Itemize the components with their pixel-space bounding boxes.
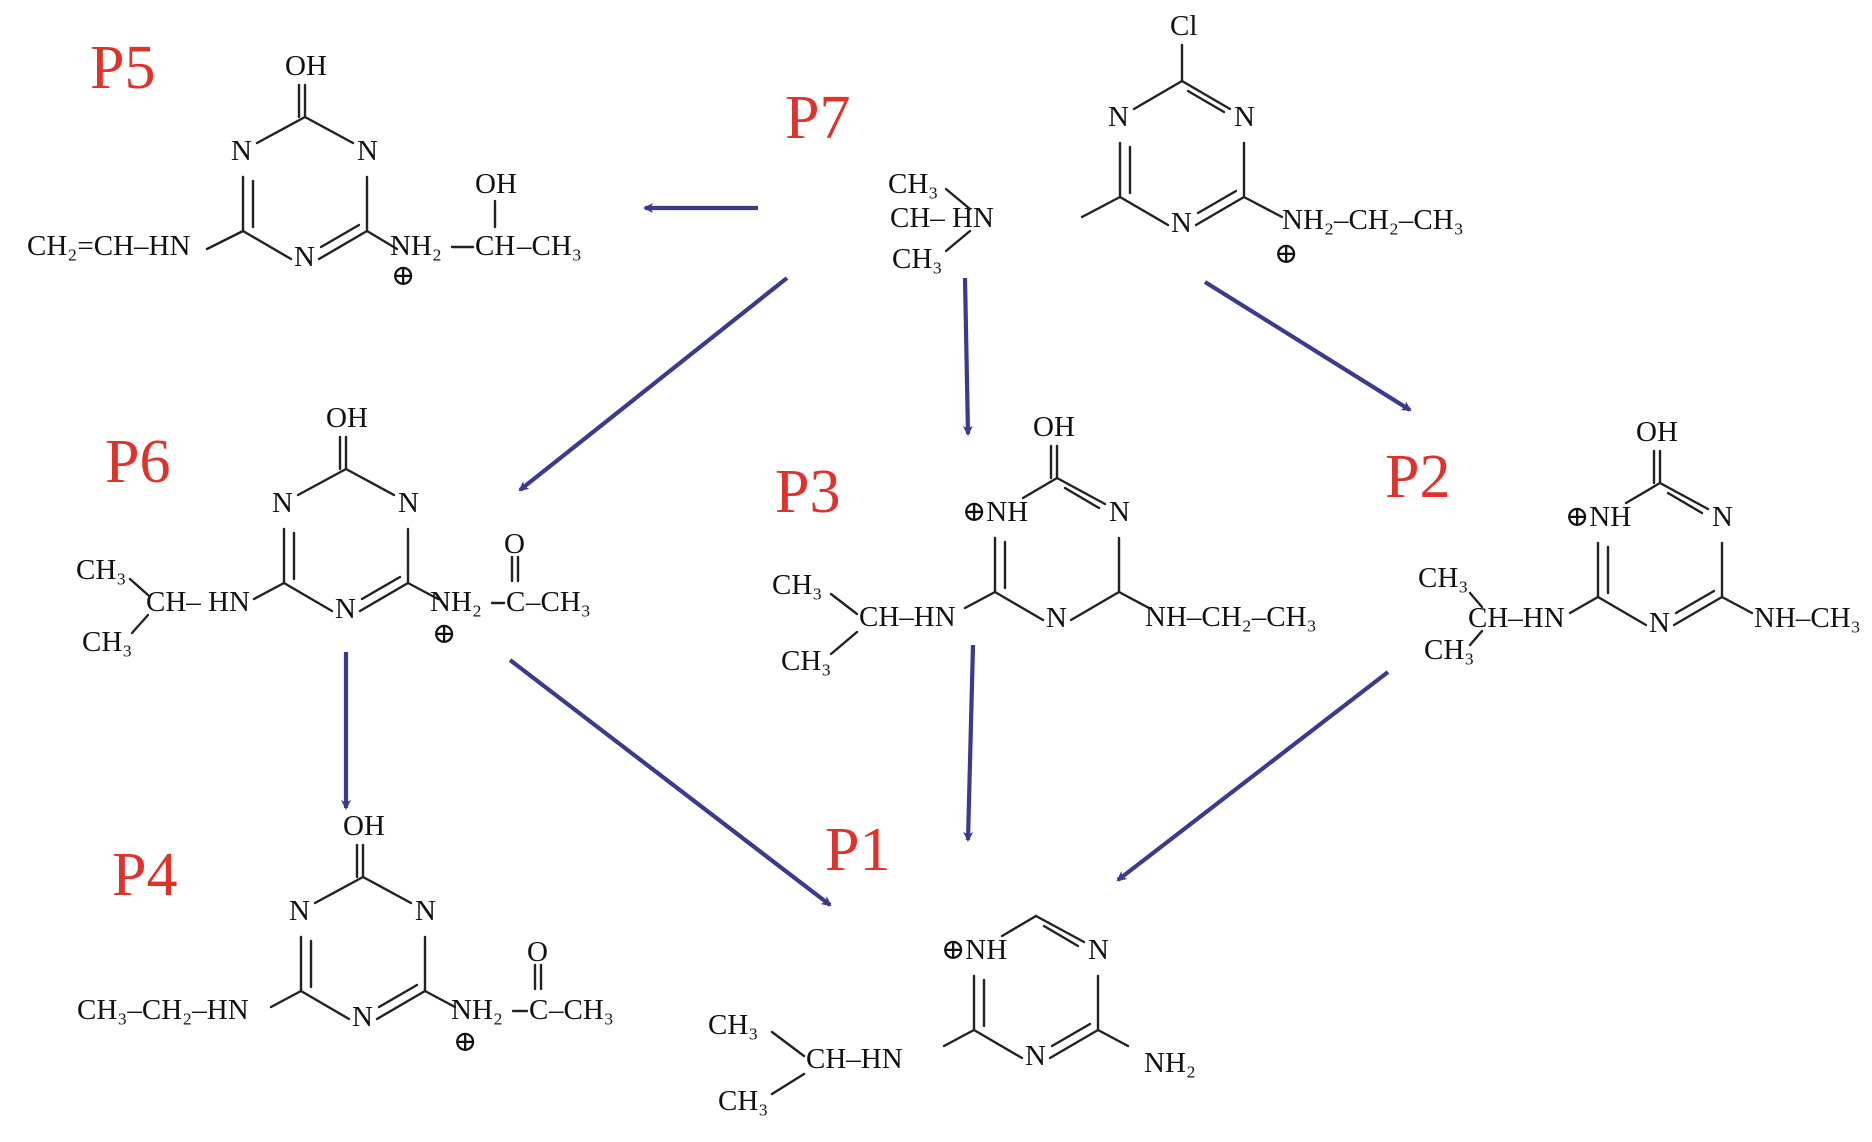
p2-n-right: N (1712, 501, 1733, 533)
arrows (341, 203, 1412, 907)
molecule-p2: OH ⊕NH N N CH–HN CH₃ CH₃ NH–CH₃ (1418, 416, 1861, 666)
label-p7: P7 (785, 84, 850, 152)
p3-nh-plus: ⊕NH (962, 496, 1028, 528)
p3-ch3-top: CH₃ (772, 569, 822, 601)
p7-n-right: N (1234, 101, 1255, 133)
p6-n-right: N (398, 487, 419, 519)
p4-nh2: NH₂ (451, 994, 503, 1026)
p6-ch3: –CH₃ (525, 586, 591, 618)
p6-n-bottom: N (335, 593, 356, 625)
p1-nh2: NH₂ (1144, 1047, 1196, 1079)
p7-nh2-ch2-ch3: NH₂–CH₂–CH₃ (1282, 204, 1464, 236)
p5-ch2-ch-hn: CH₂=CH–HN (27, 230, 190, 262)
p6-ch-hn: CH– HN (146, 586, 250, 618)
p6-c: C (506, 586, 525, 618)
p2-ch3-top: CH₃ (1418, 562, 1468, 594)
p4-n-right: N (415, 895, 436, 927)
p3-n-right: N (1109, 496, 1130, 528)
p6-o: O (504, 528, 525, 560)
p4-ch3: –CH₃ (548, 994, 614, 1026)
p6-ch3-bottom: CH₃ (82, 626, 132, 658)
p7-ch3-bottom: CH₃ (892, 243, 942, 275)
arrow-p6-to-p1 (508, 658, 832, 907)
p6-plus: ⊕ (432, 618, 456, 650)
p7-ch3-top: CH₃ (888, 168, 938, 200)
label-p3: P3 (775, 458, 840, 526)
p5-oh-side: OH (475, 168, 517, 200)
p2-n-bottom: N (1649, 607, 1670, 639)
p3-oh: OH (1033, 411, 1075, 443)
p7-plus: ⊕ (1274, 238, 1298, 270)
p5-oh: OH (285, 50, 327, 82)
p4-c: C (529, 994, 548, 1026)
arrow-p7-to-p6 (518, 276, 789, 492)
p2-ch3-bottom: CH₃ (1424, 634, 1474, 666)
label-p1: P1 (825, 816, 890, 884)
p4-o: O (527, 936, 548, 968)
p7-cl: Cl (1170, 10, 1197, 42)
label-p6: P6 (105, 428, 170, 496)
p1-n-right: N (1088, 934, 1109, 966)
arrow-p7-to-p2 (1203, 280, 1412, 412)
p5-n-left: N (231, 135, 252, 167)
p1-n-bottom: N (1025, 1040, 1046, 1072)
molecule-p1: ⊕NH N N CH–HN CH₃ CH₃ NH₂ (708, 914, 1196, 1117)
p1-ch3-top: CH₃ (708, 1009, 758, 1041)
p2-nh-ch3: NH–CH₃ (1754, 602, 1861, 634)
p6-n-left: N (272, 487, 293, 519)
p2-nh-plus: ⊕NH (1565, 501, 1631, 533)
p2-oh: OH (1636, 416, 1678, 448)
molecule-p3: OH ⊕NH N N CH–HN CH₃ CH₃ NH–CH₂–CH₃ (772, 411, 1317, 677)
p2-ch-hn: CH–HN (1468, 602, 1565, 634)
p5-n-right: N (357, 135, 378, 167)
p4-n-left: N (289, 895, 310, 927)
p7-n-bottom: N (1171, 207, 1192, 239)
p5-n-bottom: N (294, 241, 315, 273)
molecule-p7: Cl N N N CH– HN CH₃ CH₃ NH₂–CH₂–CH₃ ⊕ (888, 10, 1464, 275)
p5-ch: CH (475, 230, 515, 262)
p7-ch-hn: CH– HN (890, 202, 994, 234)
p5-ch3: –CH₃ (516, 230, 582, 262)
p5-nh2: NH₂ (390, 230, 442, 262)
molecule-p6: OH N N N CH– HN CH₃ CH₃ NH₂ ⊕ C O –CH₃ (76, 402, 591, 658)
arrow-p2-to-p1 (1116, 670, 1390, 882)
p4-ch3-ch2-hn: CH₃–CH₂–HN (77, 994, 249, 1026)
p3-n-bottom: N (1046, 602, 1067, 634)
p4-plus: ⊕ (453, 1026, 477, 1058)
arrow-p3-to-p1 (963, 644, 976, 842)
p7-n-left: N (1108, 101, 1129, 133)
p3-nh-ch2-ch3: NH–CH₂–CH₃ (1145, 601, 1317, 633)
molecule-p5: OH N N N CH₂=CH–HN NH₂ ⊕ CH OH –CH₃ (27, 50, 582, 292)
p3-ch3-bottom: CH₃ (781, 645, 831, 677)
p1-nh-plus: ⊕NH (941, 934, 1007, 966)
molecule-p4: OH N N N CH₃–CH₂–HN NH₂ ⊕ C O –CH₃ (77, 810, 614, 1058)
p5-plus: ⊕ (391, 260, 415, 292)
p6-oh: OH (326, 402, 368, 434)
p6-nh2: NH₂ (430, 586, 482, 618)
p1-ch3-bottom: CH₃ (718, 1085, 768, 1117)
p6-ch3-top: CH₃ (76, 554, 126, 586)
p1-ch-hn: CH–HN (806, 1043, 903, 1075)
p4-oh: OH (343, 810, 385, 842)
label-p2: P2 (1385, 443, 1450, 511)
label-p5: P5 (90, 34, 155, 102)
label-p4: P4 (112, 841, 177, 909)
p3-ch-hn: CH–HN (859, 601, 956, 633)
p4-n-bottom: N (352, 1001, 373, 1033)
arrow-p7-to-p3 (962, 277, 973, 436)
